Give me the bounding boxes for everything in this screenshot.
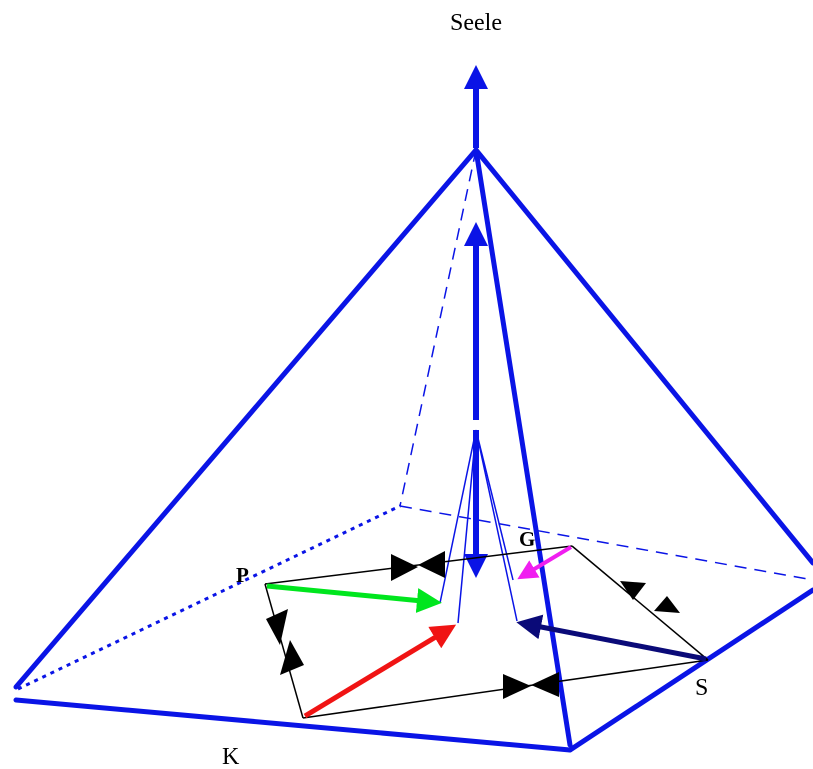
arrowhead-kp-down: [266, 609, 288, 645]
back-edge-left-base: [17, 504, 401, 691]
quad-edge-gs: [571, 545, 709, 661]
arrowhead-sk-right: [503, 674, 531, 699]
label-p: P: [236, 563, 249, 587]
arrow-g-magenta: [517, 545, 573, 580]
arrowhead-sk-left: [531, 672, 559, 697]
quadrilateral: [264, 545, 709, 719]
pyramid-hidden-edges: [17, 149, 813, 691]
arrow-k-red: [303, 624, 457, 719]
edge-apex-front: [473, 147, 573, 748]
edge-arrowheads: [266, 551, 680, 699]
fan-line-s: [475, 429, 518, 622]
arrowhead-kp-up: [280, 640, 304, 675]
label-s: S: [695, 675, 708, 701]
label-k: K: [222, 744, 240, 769]
arrowhead-pg-left: [418, 551, 445, 578]
arrowhead-gs-down: [620, 581, 646, 600]
arrow-p-green: [266, 583, 442, 613]
edge-base-front-right: [567, 587, 813, 753]
fan-line-k: [457, 429, 477, 624]
fan-line-g: [475, 429, 514, 581]
back-edge-apex: [399, 149, 477, 507]
edge-apex-right: [473, 147, 813, 566]
edge-apex-left: [13, 147, 479, 690]
arrow-s-navy: [516, 614, 707, 662]
arrowhead-gs-up: [654, 596, 680, 613]
edge-base-front-left: [13, 697, 573, 753]
back-edge-right-base: [399, 505, 813, 581]
fan-line-p: [439, 429, 477, 604]
label-seele: Seele: [450, 10, 502, 36]
inner-fan-lines: [439, 429, 518, 624]
pyramid-edges: [13, 147, 813, 753]
quad-edge-kp: [264, 583, 304, 719]
label-g: G: [519, 527, 535, 551]
arrowhead-pg-right: [391, 554, 418, 581]
